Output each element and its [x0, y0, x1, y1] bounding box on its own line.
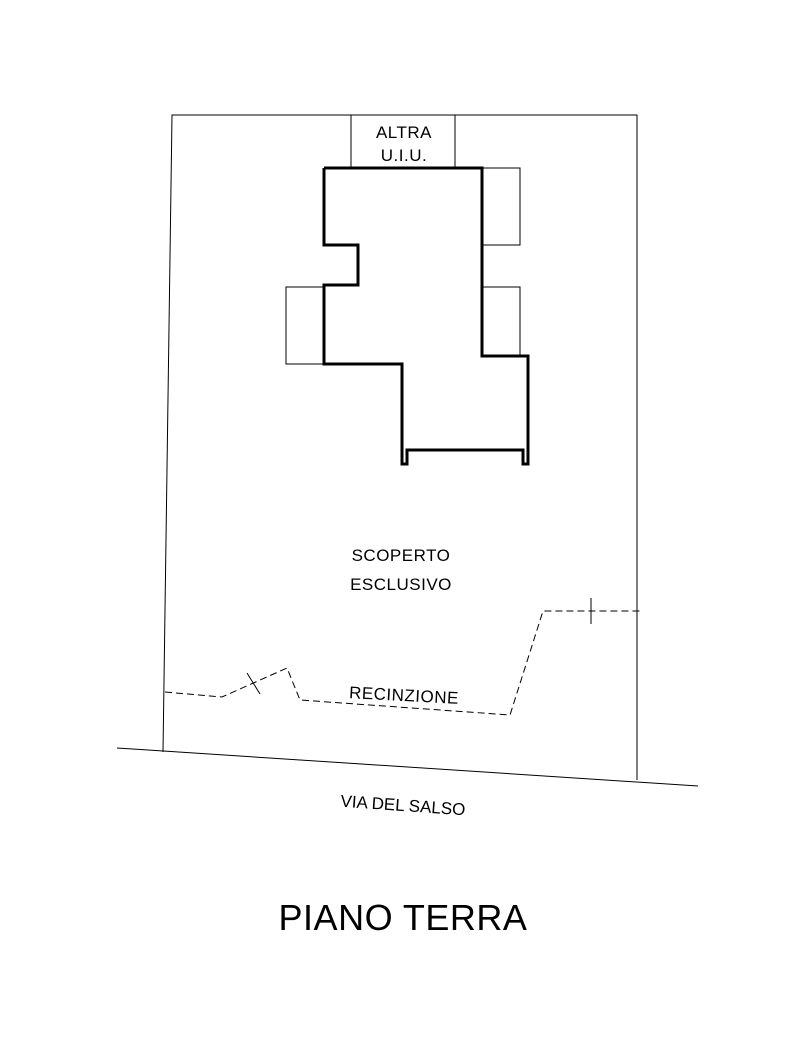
- other-unit-label-line2: U.I.U.: [381, 146, 427, 165]
- other-unit-label-line1: ALTRA: [376, 123, 432, 142]
- right-upper-annex: [481, 167, 521, 246]
- floor-title: PIANO TERRA: [279, 897, 528, 938]
- exclusive-area-label-line1: SCOPERTO: [352, 546, 451, 565]
- fence-label: RECINZIONE: [349, 683, 460, 708]
- fence-line: [164, 610, 643, 716]
- fence-tick-left: [246, 672, 261, 695]
- right-lower-annex: [481, 286, 521, 357]
- street-label: VIA DEL SALSO: [340, 792, 466, 820]
- left-annex: [285, 286, 325, 365]
- other-unit-box: [350, 114, 456, 168]
- street-edge-line: [116, 747, 699, 787]
- exclusive-area-label-line2: ESCLUSIVO: [350, 575, 452, 594]
- building-outline: [322, 166, 530, 466]
- lot-boundary: [162, 114, 638, 780]
